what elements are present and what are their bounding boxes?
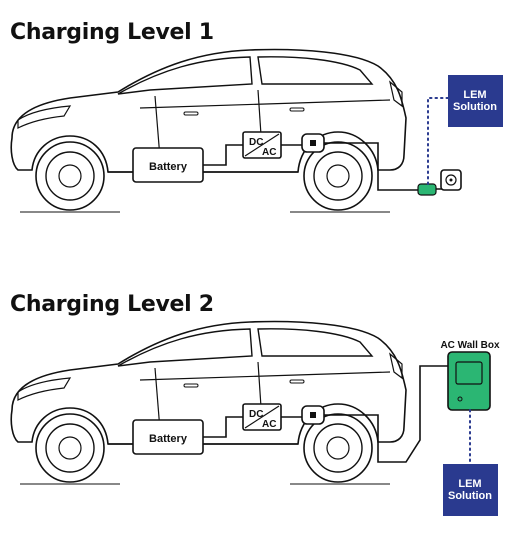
- converter-ac-label-level-1: AC: [262, 147, 276, 158]
- battery-label-level-1: Battery: [149, 161, 188, 173]
- converter-dc-label-level-1: DC: [249, 137, 263, 148]
- section-title-level-2: Charging Level 2: [10, 292, 214, 317]
- svg-text:Solution: Solution: [448, 490, 492, 502]
- svg-text:LEM: LEM: [458, 478, 481, 490]
- lem-solution-box-level-2: [443, 464, 498, 516]
- lem-solution-box-level-1: [448, 75, 503, 127]
- wallbox-label: AC Wall Box: [440, 340, 500, 351]
- battery-to-converter-wire-level-1: [203, 144, 243, 166]
- svg-text:Solution: Solution: [453, 101, 497, 113]
- section-title-level-1: Charging Level 1: [10, 20, 214, 45]
- wallbox-screen: [455, 361, 483, 385]
- battery-label-level-2: Battery: [149, 433, 188, 445]
- charge-cable-level-2: [324, 365, 448, 463]
- charge-cable-level-1: [324, 142, 418, 191]
- converter-ac-label-level-2: AC: [262, 419, 276, 430]
- converter-dc-label-level-2: DC: [249, 409, 263, 420]
- car-outline-level-2: [10, 320, 407, 485]
- level-2-diagram: Battery DC AC AC Wall Box LEM Solution: [10, 320, 500, 516]
- level-1-diagram: Battery DC AC LEM Solution: [10, 48, 503, 213]
- svg-text:LEM: LEM: [463, 89, 486, 101]
- lem-sensor-green-level-1: [417, 183, 437, 196]
- car-outline-level-1: [10, 48, 407, 213]
- sensor-link-dotted-level-1: [427, 97, 449, 185]
